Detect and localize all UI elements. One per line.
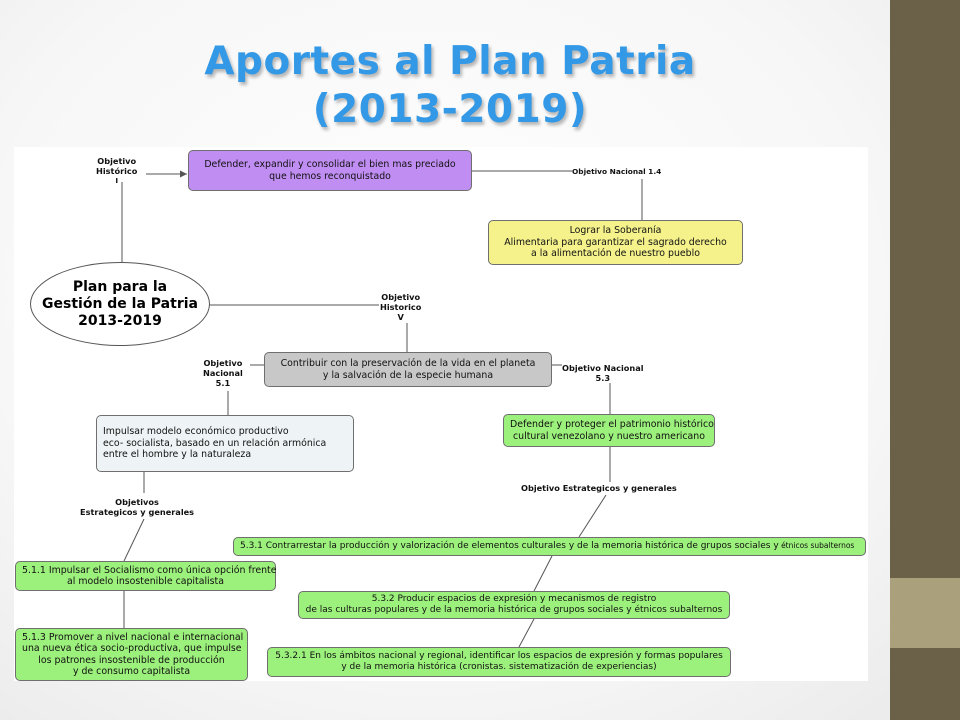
node-5-3-1: 5.3.1 Contrarrestar la producción y valo… <box>233 537 866 556</box>
node-text-line: 5.3.2 Producir espacios de expresión y m… <box>371 593 657 604</box>
central-node-line: Gestión de la Patria <box>42 295 198 312</box>
slide-title-line-1: Aportes al Plan Patria <box>204 39 696 84</box>
node-text-line: cultural venezolano y nuestro americano <box>513 430 705 442</box>
node-text-line: 5.1.3 Promover a nivel nacional e intern… <box>22 631 244 643</box>
label-objetivo-historico-i: Objetivo Histórico I <box>96 156 137 186</box>
decorative-sidebar <box>890 0 960 720</box>
node-defender-patrimonio: Defender y proteger el patrimonio histór… <box>503 414 715 447</box>
node-text-line: y la salvación de la especie humana <box>322 369 494 381</box>
node-text-line: Defender y proteger el patrimonio histór… <box>510 419 714 430</box>
central-node-plan-patria: Plan para la Gestión de la Patria 2013-2… <box>30 262 210 346</box>
node-5-1-3: 5.1.3 Promover a nivel nacional e intern… <box>15 628 248 681</box>
connector-531-to-532 <box>533 555 553 592</box>
node-5-3-2-1: 5.3.2.1 En los ámbitos nacional y region… <box>267 647 731 677</box>
label-line: V <box>397 312 404 322</box>
node-text-line: a la alimentación de nuestro pueblo <box>531 248 700 260</box>
central-node-line: Plan para la <box>72 278 168 295</box>
node-text-line: de las culturas populares y de la memori… <box>305 605 723 615</box>
connector-532-to-5321 <box>518 618 535 648</box>
node-text-line: los patrones insostenible de producción <box>38 654 225 666</box>
node-text-line: 5.3.2.1 En los ámbitos nacional y region… <box>275 650 723 661</box>
node-text-line: y de consumo capitalista <box>72 666 191 677</box>
label-line: I <box>115 176 119 185</box>
node-soberania-alimentaria: Lograr la Soberanía Alimentaria para gar… <box>488 220 743 265</box>
node-defender-expandir: Defender, expandir y consolidar el bien … <box>188 150 472 191</box>
node-text-line: eco- socialista, basado en un relación a… <box>103 437 327 449</box>
node-text-line: y de la memoria histórica (cronistas. si… <box>341 662 657 672</box>
connector-obj-est-to-511 <box>123 518 145 562</box>
slide-title-line-2: (2013-2019) <box>312 87 588 132</box>
label-line: Objetivo <box>203 358 243 368</box>
slide-title: Aportes al Plan Patria (2013-2019) <box>150 38 750 134</box>
label-line: Objetivo Nacional <box>562 363 644 373</box>
label-line: Objetivo <box>381 292 421 302</box>
label-line: Objetivo <box>97 156 137 166</box>
node-5-3-1-main: 5.3.1 Contrarrestar la producción y valo… <box>240 541 779 552</box>
label-line: Objetivos <box>115 497 159 507</box>
label-line: Estrategicos y generales <box>80 507 195 517</box>
label-line: Histórico <box>96 166 138 176</box>
label-objetivo-nacional-1-4: Objetivo Nacional 1.4 <box>572 167 662 176</box>
node-5-3-2: 5.3.2 Producir espacios de expresión y m… <box>298 591 730 619</box>
node-text-line: Defender, expandir y consolidar el bien … <box>204 159 456 170</box>
concept-map: Objetivo Histórico I Defender, expandir … <box>14 147 868 681</box>
label-line: 5.1 <box>215 378 231 388</box>
label-objetivo-historico-v: Objetivo Historico V <box>380 292 421 322</box>
central-node-line: 2013-2019 <box>78 312 162 329</box>
node-impulsar-modelo: Impulsar modelo económico productivo eco… <box>96 415 354 472</box>
node-text-line: 5.1.1 Impulsar el Socialismo como única … <box>22 564 277 576</box>
node-text-line: al modelo insostenible capitalista <box>67 576 224 587</box>
node-text-line: Lograr la Soberanía <box>569 225 662 237</box>
node-text-line: que hemos reconquistado <box>269 170 391 182</box>
label-objetivo-nacional-5-1: Objetivo Nacional 5.1 <box>203 358 243 388</box>
node-text-line: 5.3.1 Contrarrestar la producción y valo… <box>240 540 859 553</box>
node-text-line: Contribuir con la preservación de la vid… <box>280 358 536 369</box>
node-text-line: Alimentaria para garantizar el sagrado d… <box>504 236 727 248</box>
label-objetivo-estrategicos-right: Objetivo Estrategicos y generales <box>521 483 677 493</box>
label-line: 5.3 <box>595 373 611 383</box>
label-line: Nacional <box>203 368 243 378</box>
connector-obj-est-to-531 <box>578 494 607 538</box>
label-objetivos-estrategicos-left: Objetivos Estrategicos y generales <box>80 497 194 517</box>
decorative-sidebar-accent <box>890 578 960 648</box>
label-objetivo-nacional-5-3: Objetivo Nacional 5.3 <box>562 363 644 383</box>
node-5-1-1: 5.1.1 Impulsar el Socialismo como única … <box>15 561 277 591</box>
node-contribuir-preservacion: Contribuir con la preservación de la vid… <box>264 352 552 387</box>
label-line: Historico <box>380 302 422 312</box>
node-text-line: entre el hombre y la naturaleza <box>103 449 252 461</box>
node-text-line: Impulsar modelo económico productivo <box>103 426 289 438</box>
node-text-line: una nueva ética socio-productiva, que im… <box>22 643 242 654</box>
connector-lines <box>121 170 643 648</box>
node-5-3-1-tail: étnicos subalternos <box>778 541 855 551</box>
